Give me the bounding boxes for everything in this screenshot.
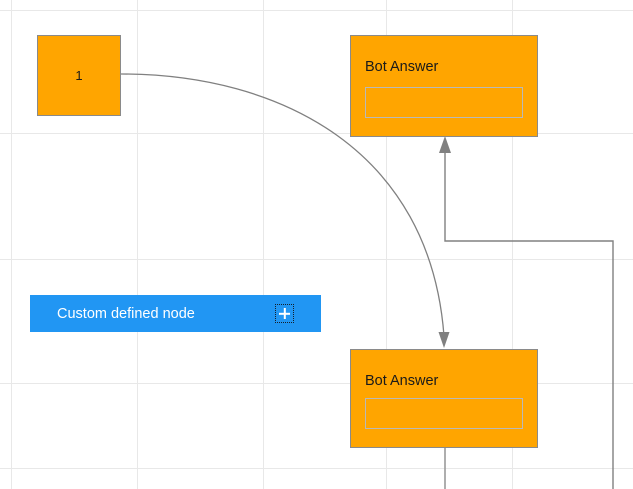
node-1[interactable]: 1 — [37, 35, 121, 116]
arrowhead-up-icon — [439, 136, 451, 153]
node-bot-answer-top-title: Bot Answer — [365, 59, 439, 75]
node-bot-answer-bottom-title: Bot Answer — [365, 373, 439, 389]
plus-icon[interactable] — [275, 304, 294, 323]
edge-curved-node1-to-bot-answer-bottom[interactable] — [120, 73, 450, 348]
node-1-label: 1 — [75, 68, 83, 83]
node-bot-answer-top[interactable]: Bot Answer — [350, 35, 538, 137]
node-bot-answer-bottom[interactable]: Bot Answer — [350, 349, 538, 448]
custom-defined-node-label: Custom defined node — [57, 305, 195, 322]
arrowhead-down-icon — [438, 332, 450, 348]
node-bot-answer-top-slot[interactable] — [365, 87, 523, 118]
node-bot-answer-bottom-slot[interactable] — [365, 398, 523, 429]
edge-orthogonal-bot-answer-bottom-to-top[interactable] — [439, 136, 614, 489]
custom-defined-node-button[interactable]: Custom defined node — [30, 295, 321, 332]
